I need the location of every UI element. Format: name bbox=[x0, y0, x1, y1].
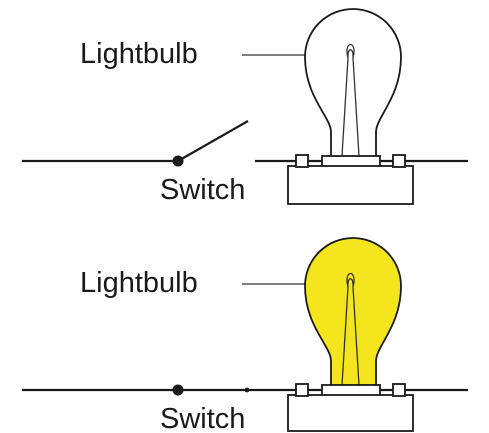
bulb-glass-lit bbox=[304, 237, 402, 387]
switch-contact bbox=[244, 387, 250, 393]
bulb-socket bbox=[287, 165, 414, 205]
circuit-on-panel: Lightbulb Switch bbox=[22, 237, 468, 433]
bulb-socket bbox=[287, 394, 414, 432]
switch-label: Switch bbox=[160, 403, 245, 433]
bulb-filament bbox=[341, 43, 360, 157]
switch-lever-open bbox=[177, 120, 249, 162]
lightbulb-label: Lightbulb bbox=[80, 267, 198, 299]
lightbulb-on bbox=[287, 237, 414, 432]
lightbulb-label: Lightbulb bbox=[80, 38, 198, 70]
circuit-off-panel: Lightbulb Switch bbox=[22, 8, 468, 206]
socket-terminal-left bbox=[295, 154, 309, 168]
switch-pivot bbox=[172, 384, 184, 396]
switch-label: Switch bbox=[160, 174, 245, 206]
socket-terminal-left bbox=[295, 383, 309, 397]
lightbulb-off bbox=[287, 8, 414, 205]
socket-terminal-right bbox=[392, 383, 406, 397]
bulb-filament bbox=[341, 272, 360, 386]
socket-terminal-right bbox=[392, 154, 406, 168]
bulb-glass bbox=[304, 8, 402, 158]
